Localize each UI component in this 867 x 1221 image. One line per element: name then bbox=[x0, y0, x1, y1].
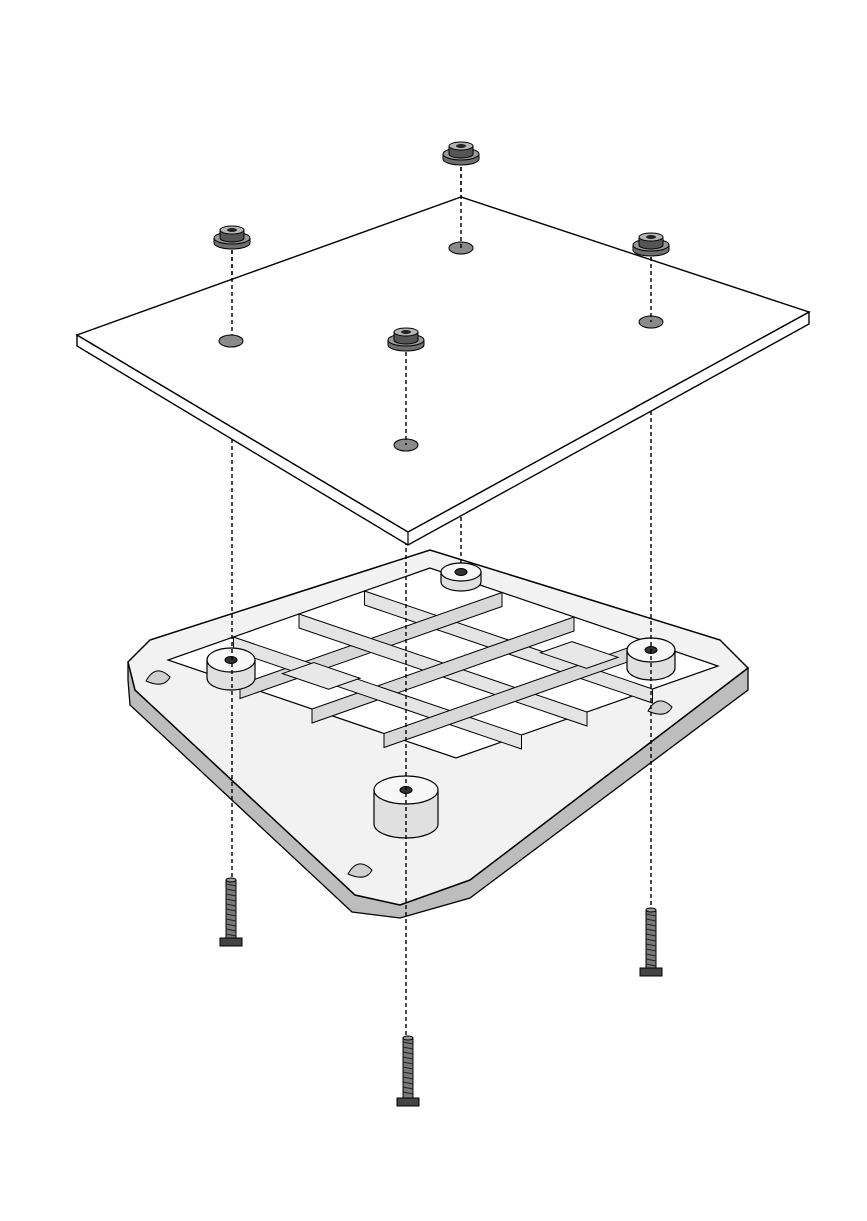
screw-thread bbox=[225, 923, 237, 927]
top-panel bbox=[75, 160, 811, 546]
tray-pad bbox=[538, 641, 620, 669]
screw-head bbox=[639, 967, 663, 977]
screw-thread bbox=[225, 883, 237, 887]
screw-thread bbox=[225, 928, 237, 932]
screw-thread bbox=[645, 948, 657, 952]
screw-thread bbox=[402, 1086, 414, 1090]
screw-thread bbox=[402, 1091, 414, 1095]
screw-thread bbox=[645, 928, 657, 932]
screw-thread bbox=[225, 918, 237, 922]
screw-head bbox=[396, 1097, 420, 1107]
flange-nut-bore bbox=[401, 330, 411, 334]
hardware bbox=[213, 141, 670, 1107]
screw-thread bbox=[402, 1056, 414, 1060]
boss-hole bbox=[454, 568, 468, 576]
screw-thread bbox=[225, 933, 237, 937]
screw-thread bbox=[645, 943, 657, 947]
screw-thread bbox=[402, 1066, 414, 1070]
screw-thread bbox=[402, 1081, 414, 1085]
screw-thread bbox=[402, 1046, 414, 1050]
screw-tip bbox=[645, 907, 657, 913]
screw-thread bbox=[402, 1051, 414, 1055]
screw-tip bbox=[402, 1035, 414, 1041]
tray-clip bbox=[647, 700, 673, 715]
screw-head bbox=[219, 937, 243, 947]
screw-thread bbox=[225, 908, 237, 912]
screw-thread bbox=[225, 913, 237, 917]
screw-thread bbox=[645, 958, 657, 962]
base-tray bbox=[127, 549, 750, 919]
screw-thread bbox=[645, 938, 657, 942]
screw-thread bbox=[645, 923, 657, 927]
flange-nut-bore bbox=[456, 144, 466, 148]
flange-nut-bore bbox=[227, 228, 237, 232]
screw-thread bbox=[402, 1041, 414, 1045]
screw-thread bbox=[225, 898, 237, 902]
screw-thread bbox=[645, 933, 657, 937]
screw-thread bbox=[645, 963, 657, 967]
panel-hole bbox=[218, 334, 244, 348]
screw-thread bbox=[225, 888, 237, 892]
screw-thread bbox=[645, 918, 657, 922]
flange-nut-bore bbox=[646, 235, 656, 239]
screw-thread bbox=[645, 913, 657, 917]
screw-thread bbox=[402, 1076, 414, 1080]
screw-tip bbox=[225, 877, 237, 883]
screw-thread bbox=[225, 903, 237, 907]
screw-thread bbox=[402, 1071, 414, 1075]
screw-thread bbox=[225, 893, 237, 897]
tray-clip bbox=[145, 670, 171, 685]
panel-top-face bbox=[75, 196, 811, 533]
screw-thread bbox=[402, 1061, 414, 1065]
tray-pad bbox=[280, 662, 362, 690]
screw-thread bbox=[645, 953, 657, 957]
tray-clip bbox=[347, 863, 373, 878]
boss-hole bbox=[224, 656, 238, 664]
